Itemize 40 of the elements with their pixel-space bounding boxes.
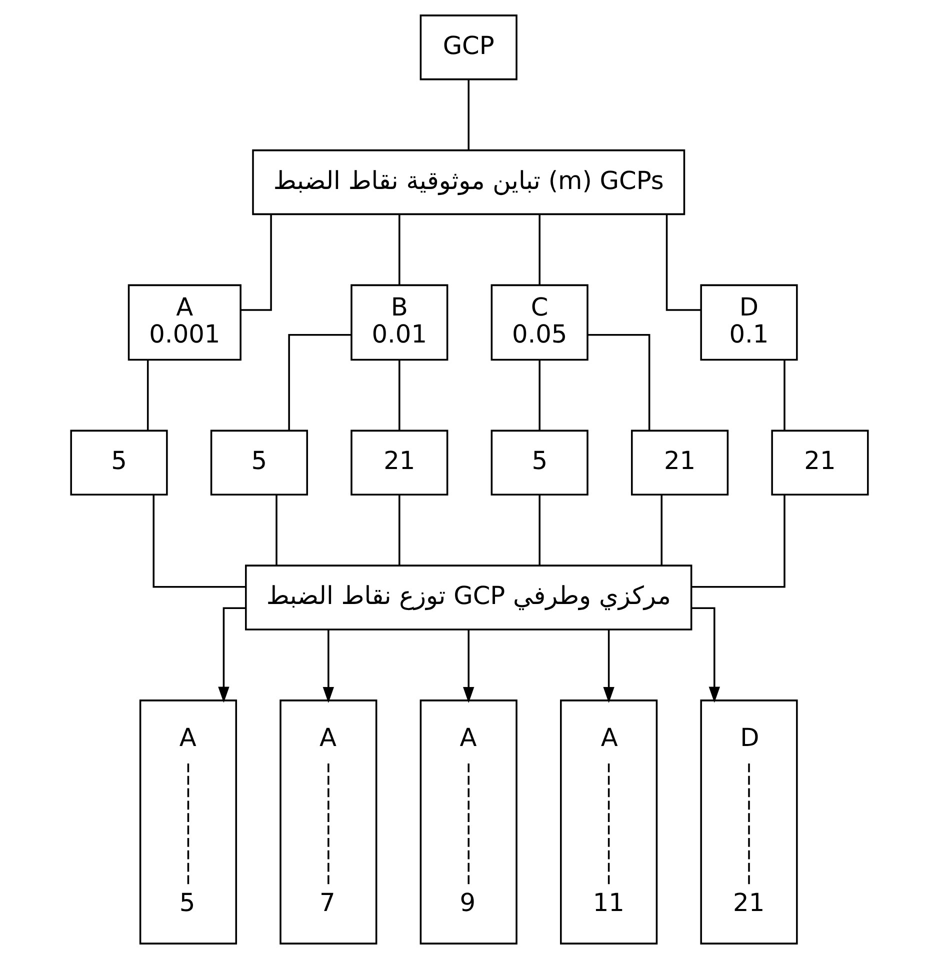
connector xyxy=(276,494,278,566)
connector xyxy=(691,494,786,588)
node-box: A 11 xyxy=(560,700,658,944)
node-box: توزع نقاط الضبط GCP مركزي وطرفي xyxy=(245,564,692,630)
node-box: A 7 xyxy=(280,700,378,944)
arrow xyxy=(322,630,334,703)
arrow xyxy=(218,607,246,703)
node-box: A 0.001 xyxy=(128,284,242,361)
node-box: B 0.01 xyxy=(350,284,448,361)
connector xyxy=(468,79,470,150)
connector xyxy=(288,334,352,430)
connector xyxy=(398,360,400,431)
node-box: 21 xyxy=(771,430,869,496)
node-box: 5 xyxy=(490,430,588,496)
node-box: D 21 xyxy=(700,700,798,944)
connector xyxy=(538,360,540,431)
connector xyxy=(666,214,701,311)
connector xyxy=(538,494,540,566)
node-box: 5 xyxy=(210,430,308,496)
node-box: C 0.05 xyxy=(490,284,588,361)
node-box: A 5 xyxy=(139,700,238,944)
node-box: A 9 xyxy=(420,700,518,944)
node-box: 21 xyxy=(350,430,448,496)
connector xyxy=(398,214,400,286)
node-box: 5 xyxy=(70,430,168,496)
connector xyxy=(588,334,650,430)
arrow xyxy=(463,630,474,703)
node-box: D 0.1 xyxy=(700,284,798,361)
node-box: GCP xyxy=(420,14,518,80)
connector xyxy=(152,494,246,588)
node-box: 21 xyxy=(630,430,729,496)
arrow xyxy=(692,607,720,703)
connector xyxy=(146,360,149,431)
arrow xyxy=(603,630,614,703)
connector xyxy=(784,360,786,431)
connector xyxy=(240,214,272,311)
connector xyxy=(538,214,540,286)
connector xyxy=(398,494,400,566)
node-box: تباين موثوقية نقاط الضبط (m) GCPs xyxy=(252,149,686,216)
connector xyxy=(660,494,662,566)
